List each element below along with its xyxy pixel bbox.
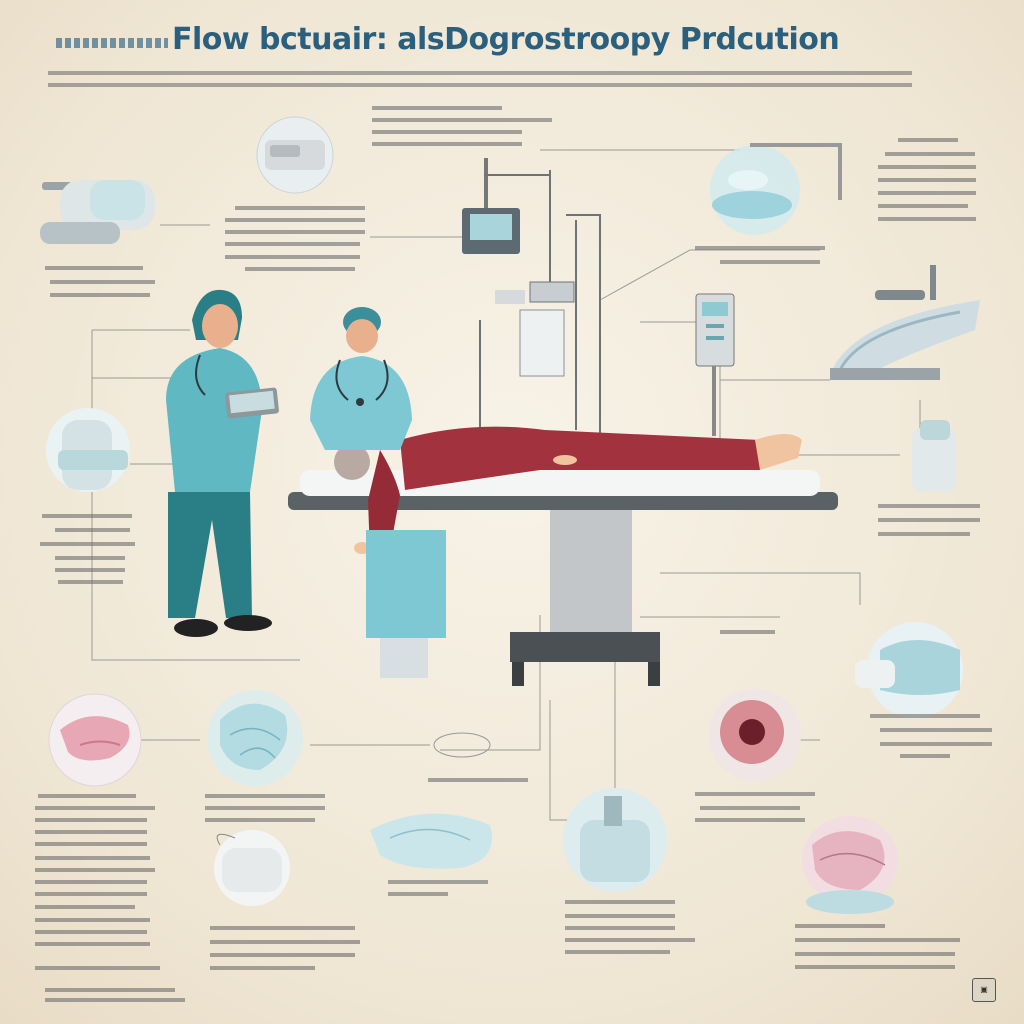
bowl-top-right xyxy=(710,143,842,235)
iv-stand xyxy=(479,170,601,440)
label-scribbles xyxy=(35,106,992,1002)
infusion-pump xyxy=(695,293,735,436)
device-left-mid xyxy=(46,408,130,492)
device-top-left xyxy=(40,180,155,244)
bag-bottom-center xyxy=(370,732,492,869)
tissue-bottom-right xyxy=(709,689,801,781)
organ-bottom-right xyxy=(802,816,898,914)
anesthesia-machine xyxy=(495,281,575,377)
lamp-right xyxy=(830,265,980,380)
nurse-at-head xyxy=(310,307,446,678)
jar-bottom-center xyxy=(563,788,667,892)
nurse-standing xyxy=(166,289,279,637)
device-top-center xyxy=(256,116,334,194)
monitor xyxy=(462,158,520,254)
patient xyxy=(334,426,802,555)
device-bottom-right xyxy=(855,622,963,718)
subtitle-scribble xyxy=(48,71,912,87)
stomach-vignette xyxy=(207,690,303,786)
organ-bottom-left xyxy=(48,693,142,787)
title-scribble xyxy=(56,38,168,48)
machine-bottom-left xyxy=(214,830,290,906)
seal-icon: ▣ xyxy=(972,978,996,1002)
poster-title: Flow bctuair: alsDogrostroopy Prdcution xyxy=(172,22,840,57)
device-right-mid xyxy=(912,420,956,492)
